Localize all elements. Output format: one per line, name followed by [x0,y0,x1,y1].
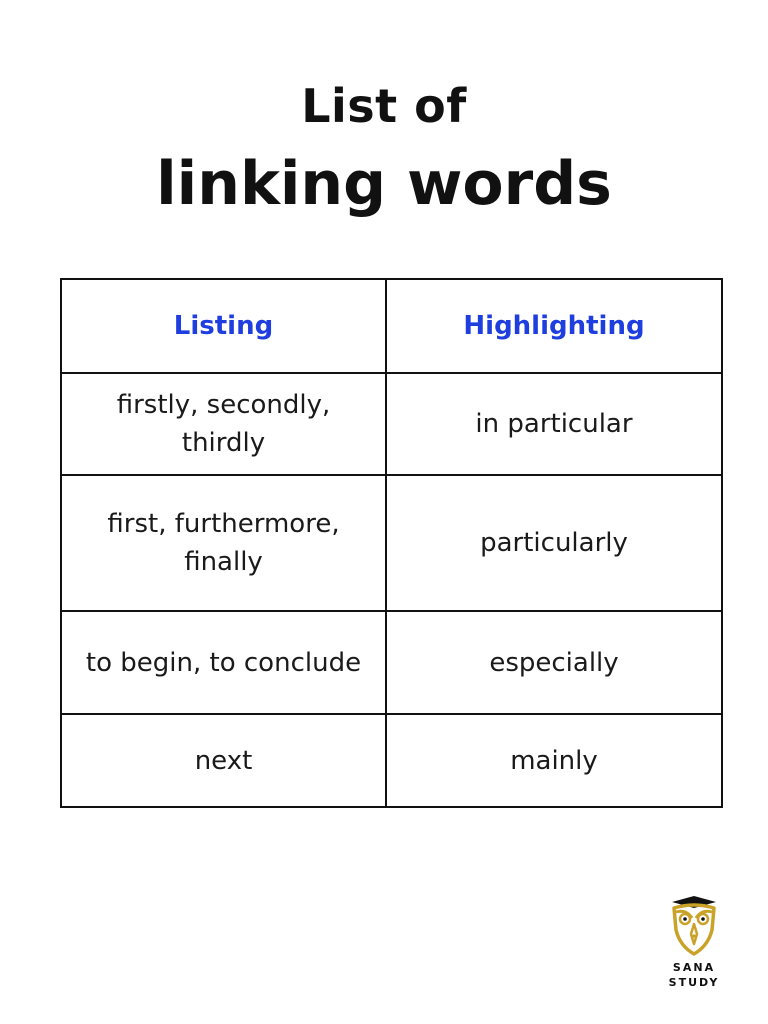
table-row: next mainly [60,713,723,808]
page-title-line2: linking words [156,149,612,219]
logo-text-study: STUDY [668,976,720,989]
highlighting-cell: particularly [385,474,723,612]
table-header-row: Listing Highlighting [60,278,723,374]
table-row: to begin, to conclude especially [60,610,723,715]
listing-cell: to begin, to conclude [60,610,387,715]
listing-cell: first, furthermore, finally [60,474,387,612]
listing-cell: firstly, secondly, thirdly [60,372,387,476]
page-title-line1: List of [301,79,467,133]
highlighting-cell: in particular [385,372,723,476]
highlighting-cell: especially [385,610,723,715]
column-header-listing: Listing [60,278,387,374]
table-row: first, furthermore, finally particularly [60,474,723,612]
column-header-highlighting: Highlighting [385,278,723,374]
owl-logo-icon [662,896,726,956]
highlighting-cell: mainly [385,713,723,808]
linking-words-table: Listing Highlighting firstly, secondly, … [60,278,723,808]
listing-cell: next [60,713,387,808]
sana-study-logo: SANA STUDY [662,896,726,990]
logo-text-sana: SANA [672,961,716,974]
table-row: firstly, secondly, thirdly in particular [60,372,723,476]
